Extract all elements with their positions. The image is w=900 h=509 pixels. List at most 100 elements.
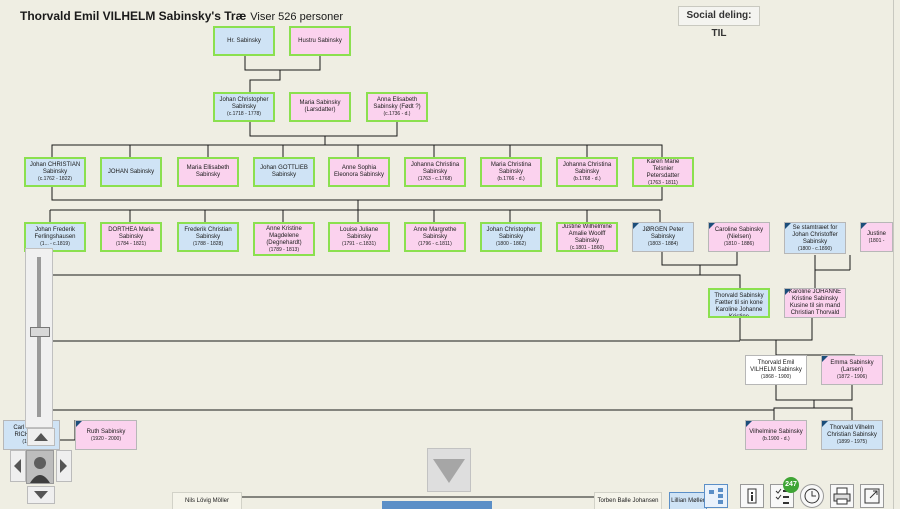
person-dates: (1784 - 1821) <box>115 241 147 247</box>
person-card-lillian-moller[interactable]: Lillian Møller <box>669 492 707 509</box>
person-card-jorgen-peter[interactable]: JØRGEN Peter Sabinsky (1803 - 1884) <box>632 222 694 252</box>
pan-left-button[interactable] <box>10 450 26 482</box>
person-card-anne-kristine[interactable]: Anne Kristine Magdelene (Degnehardt) (17… <box>253 222 315 256</box>
person-dates: (b.1768 - d.) <box>573 176 601 182</box>
corner-marker-icon <box>822 356 828 362</box>
corner-marker-icon <box>633 223 639 229</box>
pan-down-button[interactable] <box>27 486 55 504</box>
person-card-johan-christian[interactable]: Johan CHRISTIAN Sabinsky (c.1762 - 1822) <box>24 157 86 187</box>
person-card-justine-partial[interactable]: Justine (1801 - <box>860 222 893 252</box>
person-name: Frederik Christian Sabinsky <box>184 227 232 240</box>
person-card-christian-thorvald[interactable]: CHRISTIAN Thorvald Sabinsky Fætter til s… <box>708 288 770 318</box>
person-card-johanna-christina-1[interactable]: Johanna Christina Sabinsky (1763 - c.176… <box>404 157 466 187</box>
person-card-ruth-sabinsky[interactable]: Ruth Sabinsky (1920 - 2000) <box>75 420 137 450</box>
arrow-up-icon <box>34 433 48 441</box>
person-dates: (1872 - 1906) <box>836 374 868 380</box>
person-card-emma-larsen[interactable]: Emma Sabinsky (Larsen) (1872 - 1906) <box>821 355 883 385</box>
zoom-thumb[interactable] <box>30 327 50 337</box>
person-name: Louise Juliane Sabinsky <box>339 227 379 240</box>
person-card-karoline-johanne[interactable]: Karoline JOHANNE Kristine Sabinsky Kusin… <box>784 288 846 318</box>
scroll-down-button[interactable] <box>427 448 471 492</box>
person-card-nils-lovig-moller[interactable]: Nils Lövig Möller <box>172 492 242 509</box>
person-name: JØRGEN Peter Sabinsky <box>642 227 684 240</box>
clock-icon <box>804 488 820 504</box>
person-name: Justine <box>866 230 886 237</box>
person-dates: (1791 - c.1831) <box>342 241 376 247</box>
person-name: Johan CHRISTIAN Sabinsky <box>29 162 81 175</box>
person-dates: (1789 - 1813) <box>268 246 300 253</box>
person-name: Se stamtræet for Johan Christoffer Sabin… <box>792 224 838 245</box>
person-name: Hr. Sabinsky <box>227 37 261 44</box>
person-dates: (1868 - 1900) <box>760 374 792 380</box>
person-dates: (c.1801 - 1860) <box>570 244 604 251</box>
person-card-anna-elisabeth[interactable]: Anna Elisabeth Sabinsky (Født ?) (c.1736… <box>366 92 428 122</box>
person-card-see-tree-johan-christoffer[interactable]: Se stamtræet for Johan Christoffer Sabin… <box>784 222 846 254</box>
person-card-johan[interactable]: JOHAN Sabinsky <box>100 157 162 187</box>
info-icon <box>747 488 757 504</box>
info-button[interactable] <box>740 484 764 508</box>
bottom-tabs[interactable] <box>382 501 492 509</box>
expand-button[interactable] <box>860 484 884 508</box>
person-card-hr-sabinsky[interactable]: Hr. Sabinsky <box>213 26 275 56</box>
person-dates: (1899 - 1975) <box>836 439 868 445</box>
person-name: Thorvald Vilhelm Christian Sabinsky <box>827 425 877 438</box>
person-card-johanna-christina-2[interactable]: Johanna Christina Sabinsky (b.1768 - d.) <box>556 157 618 187</box>
corner-marker-icon <box>822 421 828 427</box>
person-name: Emma Sabinsky (Larsen) <box>830 360 874 373</box>
corner-marker-icon <box>785 289 791 295</box>
corner-marker-icon <box>746 421 752 427</box>
person-card-maria-larsdatter[interactable]: Maria Sabinsky (Larsdatter) <box>289 92 351 122</box>
zoom-slider[interactable] <box>25 248 53 428</box>
person-card-dorthea-maria[interactable]: DORTHEA Maria Sabinsky (1784 - 1821) <box>100 222 162 252</box>
arrow-left-icon <box>14 459 21 473</box>
pan-up-button[interactable] <box>27 428 55 446</box>
pan-right-button[interactable] <box>56 450 72 482</box>
person-card-maria-christina[interactable]: Maria Christina Sabinsky (b.1766 - d.) <box>480 157 542 187</box>
person-card-johan-christopher[interactable]: Johan Christopher Sabinsky (c.1718 - 177… <box>213 92 275 122</box>
person-card-anne-sophia[interactable]: Anne Sophia Eleonora Sabinsky <box>328 157 390 187</box>
person-dates: (b.1900 - d.) <box>762 435 790 442</box>
person-card-maria-ellisabeth[interactable]: Maria Ellisabeth Sabinsky <box>177 157 239 187</box>
person-dates: (c.1736 - d.) <box>383 111 411 117</box>
history-button[interactable] <box>800 484 824 508</box>
arrow-down-icon <box>34 491 48 499</box>
person-card-johan-christopher-2[interactable]: Johan Christopher Sabinsky (1800 - 1862) <box>480 222 542 252</box>
person-dates: (1800 - c.1890) <box>798 245 832 252</box>
right-border <box>893 0 894 509</box>
tree-icon <box>709 488 723 504</box>
person-card-vilhelmine[interactable]: Vilhelmine Sabinsky (b.1900 - d.) <box>745 420 807 450</box>
person-card-thorvald-vilhelm-christian[interactable]: Thorvald Vilhelm Christian Sabinsky (189… <box>821 420 883 450</box>
person-dates: (1788 - 1828) <box>192 241 224 247</box>
tree-view-button[interactable] <box>704 484 728 508</box>
person-name: Vilhelmine Sabinsky <box>749 428 803 435</box>
person-card-karen-marie[interactable]: Karen Marie Telsnier Petersdatter (1763 … <box>632 157 694 187</box>
person-photo-thumbnail[interactable] <box>26 450 54 484</box>
person-card-hustru-sabinsky[interactable]: Hustru Sabinsky <box>289 26 351 56</box>
person-card-caroline-nielsen[interactable]: Caroline Sabinsky (Nielsen) (1810 - 1886… <box>708 222 770 252</box>
corner-marker-icon <box>785 223 791 229</box>
printer-icon <box>833 487 851 505</box>
person-card-johan-frederik[interactable]: Johan Frederik Ferlingshausen (1... - c.… <box>24 222 86 252</box>
person-card-torben-balle-johansen[interactable]: Torben Balle Johansen <box>594 492 662 509</box>
person-name: Johanna Christina Sabinsky <box>562 162 612 175</box>
person-name: Hustru Sabinsky <box>298 37 342 44</box>
social-share-toggle[interactable]: Social deling: TIL <box>678 6 760 39</box>
print-button[interactable] <box>830 484 854 508</box>
person-card-anne-margrethe[interactable]: Anne Margrethe Sabinsky (1796 - c.1811) <box>404 222 466 252</box>
person-dates: (1810 - 1886) <box>723 241 755 247</box>
person-dates: (c.1762 - 1822) <box>38 176 72 182</box>
person-card-johan-gottlieb[interactable]: Johan GOTTLIEB Sabinsky <box>253 157 315 187</box>
person-name: Thorvald Emil VILHELM Sabinsky <box>750 360 802 373</box>
person-card-frederik-christian[interactable]: Frederik Christian Sabinsky (1788 - 1828… <box>177 222 239 252</box>
person-name: JOHAN Sabinsky <box>107 168 155 175</box>
person-card-louise-juliane[interactable]: Louise Juliane Sabinsky (1791 - c.1831) <box>328 222 390 252</box>
person-name: Anne Kristine Magdelene (Degnehardt) <box>266 225 302 246</box>
person-name: CHRISTIAN Thorvald Sabinsky Fætter til s… <box>714 288 764 318</box>
person-name: DORTHEA Maria Sabinsky <box>108 227 154 240</box>
person-card-justine-wilhelmine[interactable]: Justine Wilhelmine Amalie Woolff Sabinsk… <box>556 222 618 252</box>
person-card-thorvald-emil-vilhelm[interactable]: Thorvald Emil VILHELM Sabinsky (1868 - 1… <box>745 355 807 385</box>
person-name: Anne Margrethe Sabinsky <box>413 227 457 240</box>
person-dates: (1... - c.1819) <box>40 241 70 247</box>
